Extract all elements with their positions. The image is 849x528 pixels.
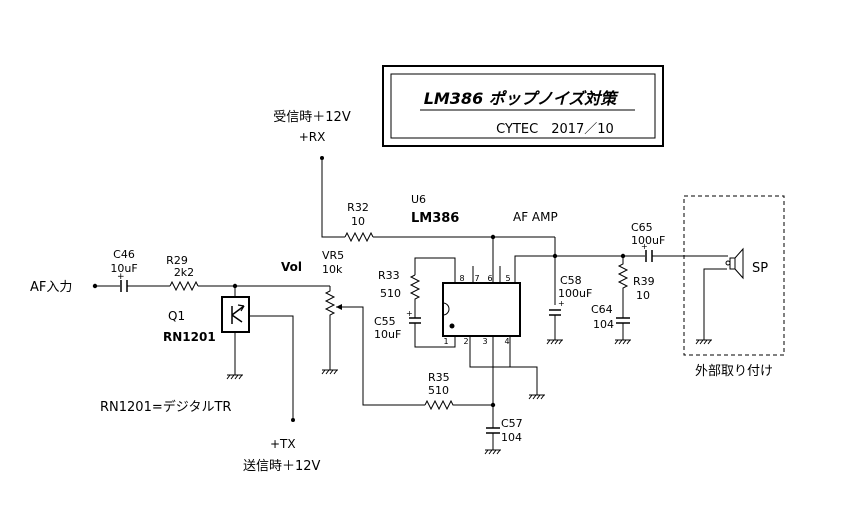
c65-value: 100uF (631, 234, 665, 247)
wire (249, 315, 294, 420)
credit-text: CYTEC 2017／10 (496, 122, 614, 137)
r33-ref: R33 (378, 269, 400, 282)
q1-part: RN1201 (163, 330, 216, 344)
rx-supply-label: 受信時＋12V (273, 110, 351, 125)
wire (703, 268, 727, 340)
ground-symbol (528, 394, 545, 400)
c65-ref: C65 (631, 221, 653, 234)
af-input-label: AF入力 (30, 280, 72, 295)
r32-ref: R32 (347, 201, 369, 214)
pin-3-label: 3 (482, 337, 487, 346)
ground-symbol (695, 339, 712, 345)
pin-1-label: 1 (443, 337, 448, 346)
c46-capacitor: + C46 10uF (110, 248, 138, 292)
wire (414, 257, 456, 283)
c55-ref: C55 (374, 315, 396, 328)
junction (490, 402, 496, 408)
wire (414, 323, 456, 348)
u6-part: LM386 (411, 211, 459, 226)
r29-resistor: R29 2k2 (166, 254, 199, 292)
pin-7-label: 7 (474, 274, 479, 283)
wire (345, 306, 425, 406)
c64-ref: C64 (591, 303, 613, 316)
rx-net-label: +RX (299, 130, 326, 144)
c58-capacitor: + C58 100uF (546, 274, 592, 345)
r32-resistor: R32 10 (344, 201, 374, 243)
u6-ref: U6 (411, 193, 426, 206)
title-text: LM386 ポップノイズ対策 (424, 89, 620, 108)
pin-5-label: 5 (505, 274, 510, 283)
svg-text:+: + (641, 242, 648, 251)
c58-value: 100uF (558, 287, 592, 300)
r33-resistor: R33 510 (378, 269, 421, 318)
external-mount-label: 外部取り付け (695, 364, 773, 379)
pin-6-label: 6 (487, 274, 492, 283)
q1-note: RN1201=デジタルTR (100, 399, 231, 415)
vol-label: Vol (281, 260, 302, 274)
vr5-value: 10k (322, 263, 343, 276)
c46-value: 10uF (110, 262, 137, 275)
r33-value: 510 (380, 287, 401, 300)
r35-value: 510 (428, 384, 449, 397)
speaker-icon (729, 247, 744, 280)
c55-capacitor: + C55 10uF (374, 309, 421, 341)
r29-value: 2k2 (174, 266, 194, 279)
speaker-label: SP (752, 261, 768, 276)
svg-text:+: + (558, 299, 565, 308)
wire (514, 255, 555, 283)
q1-transistor: Q1 RN1201 (163, 296, 250, 344)
vr5-potentiometer (324, 286, 345, 370)
q1-ref: Q1 (168, 309, 185, 323)
title-box: LM386 ポップノイズ対策 CYTEC 2017／10 (382, 65, 664, 147)
c57-capacitor: C57 104 (484, 417, 523, 455)
c46-ref: C46 (113, 248, 135, 261)
c65-capacitor: + C65 100uF (631, 221, 665, 262)
terminal (725, 260, 731, 266)
r35-ref: R35 (428, 371, 450, 384)
r39-value: 10 (636, 289, 650, 302)
pin-4-label: 4 (504, 337, 509, 346)
r29-ref: R29 (166, 254, 188, 267)
ground-symbol (321, 369, 338, 375)
c57-ref: C57 (501, 417, 523, 430)
r39-ref: R39 (633, 275, 655, 288)
u6-ic: 8 7 6 5 1 2 3 4 (442, 274, 521, 346)
wire (469, 336, 538, 395)
c55-value: 10uF (374, 328, 401, 341)
pin-2-label: 2 (463, 337, 468, 346)
c58-ref: C58 (560, 274, 582, 287)
u6-function: AF AMP (513, 210, 558, 224)
c57-value: 104 (501, 431, 522, 444)
r32-value: 10 (351, 215, 365, 228)
tx-supply-label: 送信時＋12V (243, 459, 321, 474)
tx-net-label: +TX (270, 437, 296, 451)
r39-resistor: R39 10 (617, 256, 655, 318)
external-mount-box (683, 195, 785, 356)
tx-terminal (291, 418, 295, 422)
r35-resistor: R35 510 (424, 371, 493, 411)
pin-8-label: 8 (459, 274, 464, 283)
wire-rx (321, 158, 345, 238)
c64-capacitor: C64 104 (591, 303, 631, 345)
c64-value: 104 (593, 318, 614, 331)
ground-symbol (226, 374, 243, 380)
svg-text:+: + (117, 272, 125, 282)
vr5-ref: VR5 (322, 249, 344, 262)
svg-text:+: + (406, 309, 413, 318)
